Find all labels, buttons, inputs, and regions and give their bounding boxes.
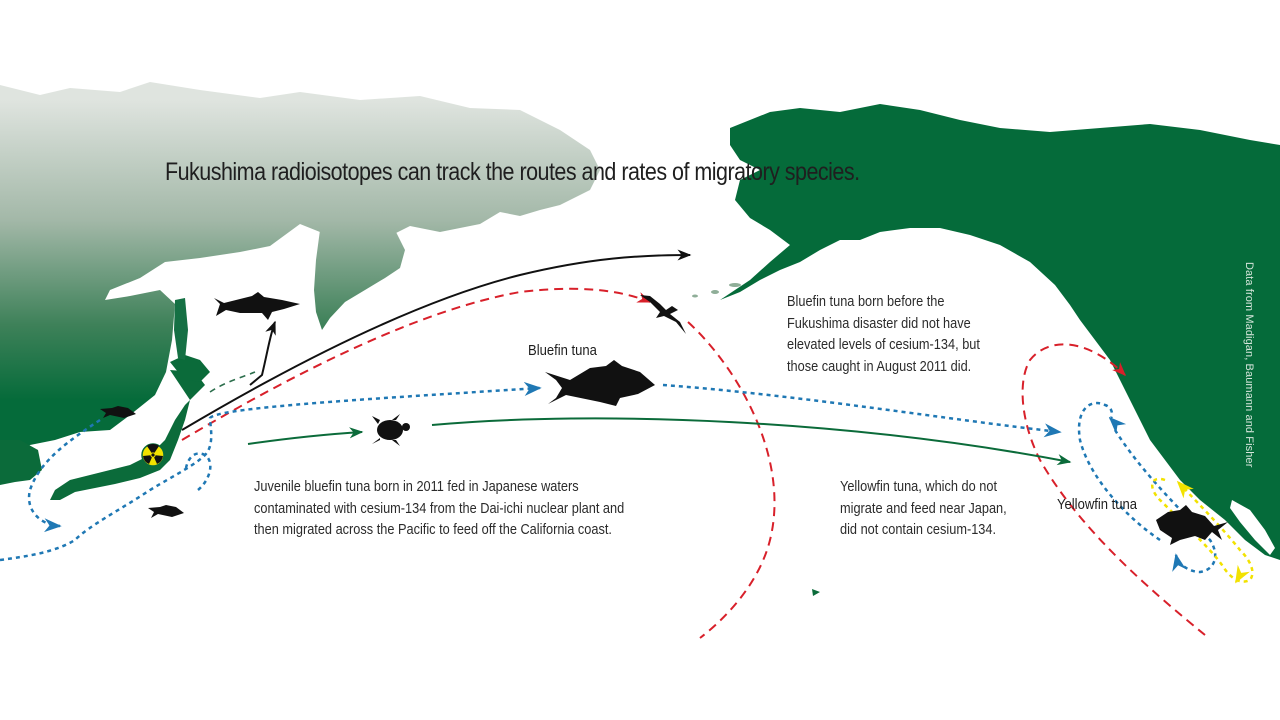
bluefin-tuna-route-california-loop: [1077, 401, 1161, 542]
annotation-line: elevated levels of cesium-134, but: [787, 337, 980, 353]
sea-turtle-route-north: [209, 371, 256, 393]
annotation-line: Yellowfin tuna, which do not: [840, 479, 998, 495]
seabird-route-east: [1021, 343, 1206, 636]
sakhalin-landmass: [174, 298, 188, 360]
annotation-line: Juvenile bluefin tuna born in 2011 fed i…: [254, 479, 579, 495]
aleutian-islands: [692, 283, 741, 298]
shark-icon: [214, 292, 300, 320]
baja-peninsula: [1230, 500, 1275, 555]
annotation-juvenile-bluefin: Juvenile bluefin tuna born in 2011 fed i…: [254, 477, 624, 542]
bluefin-tuna-route-east: [662, 383, 1062, 438]
bluefin-tuna-icon: [545, 360, 655, 406]
kamchatka-landmass: [314, 220, 405, 330]
annotation-yellowfin: Yellowfin tuna, which do not migrate and…: [840, 477, 1007, 542]
sea-turtle-route-west: [247, 427, 364, 445]
shark-route: [181, 249, 692, 431]
annotation-line: did not contain cesium-134.: [840, 522, 997, 538]
seabird-route-return: [687, 321, 776, 639]
bluefin-tuna-route-japan-loop: [27, 418, 101, 533]
annotation-line: those caught in August 2011 did.: [787, 358, 972, 375]
north-america-landmass: [720, 104, 1280, 560]
map-title: Fukushima radioisotopes can track the ro…: [165, 158, 860, 186]
annotation-line: contaminated with cesium-134 from the Da…: [254, 500, 625, 517]
bluefin-tuna-route-small-loop: [184, 452, 212, 491]
bluefin-tuna-route-california-return: [1113, 429, 1217, 574]
korea-landmass: [0, 440, 42, 485]
annotation-line: Fukushima disaster did not have: [787, 315, 971, 332]
yellowfin-tuna-route: [1151, 477, 1254, 583]
sea-turtle-route-east: [431, 417, 1072, 466]
small-tuna-icon-2: [148, 505, 184, 518]
seabird-route: [181, 287, 652, 441]
data-credit: Data from Madigan, Baumann and Fisher: [1243, 262, 1255, 468]
annotation-line: migrate and feed near Japan,: [840, 500, 1007, 517]
albatross-icon: [640, 295, 686, 334]
annotation-bluefin-before: Bluefin tuna born before the Fukushima d…: [787, 292, 980, 378]
label-yellowfin-tuna: Yellowfin tuna: [1057, 497, 1138, 513]
hokkaido-landmass: [170, 355, 210, 382]
asia-landmass: [0, 82, 600, 470]
annotation-line: Bluefin tuna born before the: [787, 294, 945, 310]
annotation-line: then migrated across the Pacific to feed…: [254, 522, 612, 538]
radiation-hazard-icon: [141, 443, 165, 467]
sea-turtle-icon: [372, 414, 410, 446]
japan-landmass: [50, 370, 205, 500]
yellowfin-tuna-icon: [1156, 505, 1228, 545]
shark-route-branch: [249, 320, 276, 386]
small-tuna-icon: [100, 406, 136, 418]
hawaii-island: [812, 589, 820, 596]
label-bluefin-tuna: Bluefin tuna: [528, 343, 597, 359]
